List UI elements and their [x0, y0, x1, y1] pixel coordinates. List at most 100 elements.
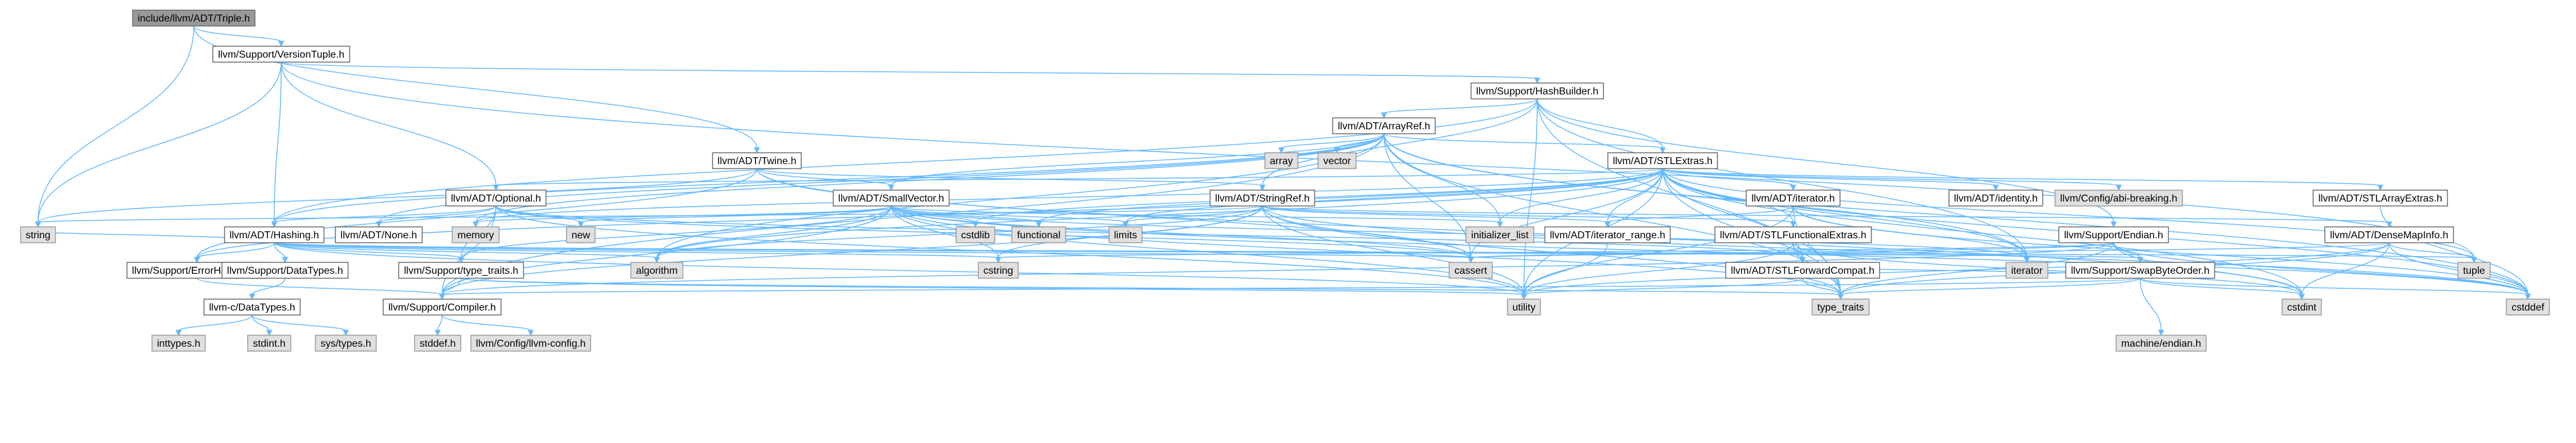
node-stringref[interactable]: llvm/ADT/StringRef.h	[1209, 189, 1316, 207]
node-label: stdint.h	[253, 338, 286, 349]
node-memory: memory	[452, 226, 500, 243]
node-functional: functional	[1011, 226, 1067, 243]
node-label: llvm/ADT/None.h	[341, 230, 417, 241]
node-box	[247, 335, 291, 352]
edge-swapbyteorder-to-cstdint	[2140, 278, 2305, 300]
node-box	[2058, 226, 2169, 243]
edge-stlextras-to-stlarrayextras	[1662, 168, 2383, 191]
node-hashing[interactable]: llvm/ADT/Hashing.h	[224, 226, 325, 243]
edge-adtiterator-to-iteratorrange	[1604, 205, 1794, 228]
node-label: llvm/Support/Endian.h	[2064, 230, 2164, 241]
edge-stlextras-to-abibreaking	[1662, 168, 2122, 191]
node-initializer_list: initializer_list	[1465, 226, 1535, 243]
node-swapbyteorder[interactable]: llvm/Support/SwapByteOrder.h	[2065, 262, 2216, 279]
edge-hashing-to-errorhandling	[194, 242, 275, 264]
edge-arrayref-to-stlextras	[1383, 133, 1666, 154]
node-label: llvm/ADT/DenseMapInfo.h	[2330, 230, 2449, 241]
node-stdint: stdint.h	[247, 335, 291, 352]
node-endian[interactable]: llvm/Support/Endian.h	[2058, 226, 2169, 243]
node-box	[1317, 152, 1357, 169]
node-label: llvm/Support/SwapByteOrder.h	[2071, 266, 2210, 276]
node-typetraits[interactable]: llvm/Support/type_traits.h	[398, 262, 524, 279]
node-twine[interactable]: llvm/ADT/Twine.h	[712, 152, 802, 169]
node-box	[1209, 189, 1316, 207]
edge-datatypes-to-cdatatypes	[249, 278, 286, 300]
node-versiontuple[interactable]: llvm/Support/VersionTuple.h	[212, 46, 350, 63]
edge-errorhandling-to-compiler	[196, 278, 445, 300]
node-inttypes: inttypes.h	[151, 335, 206, 352]
node-adtiterator[interactable]: llvm/ADT/iterator.h	[1746, 189, 1841, 207]
node-arrayref[interactable]: llvm/ADT/ArrayRef.h	[1332, 117, 1436, 134]
node-box	[383, 299, 502, 316]
node-label: llvm/ADT/STLFunctionalExtras.h	[1720, 230, 1866, 241]
edge-compiler-to-llvmconfig	[441, 314, 534, 337]
node-iteratorrange[interactable]: llvm/ADT/iterator_range.h	[1544, 226, 1671, 243]
edge-densemapinfo-to-cassert	[1468, 242, 2390, 264]
node-stlforwardcompat[interactable]: llvm/ADT/STLForwardCompat.h	[1725, 262, 1881, 279]
node-label: tuple	[2463, 266, 2485, 276]
node-label: utility	[1513, 302, 1535, 313]
edge-stringref-to-limits	[1122, 205, 1263, 228]
node-box	[2324, 226, 2454, 243]
node-tuple: tuple	[2457, 262, 2491, 279]
edge-hashing-to-algorithm	[274, 242, 660, 264]
node-label: llvm/ADT/SmallVector.h	[838, 193, 944, 204]
node-smallvector[interactable]: llvm/ADT/SmallVector.h	[832, 189, 950, 207]
node-label: cstdlib	[961, 230, 989, 241]
edge-optional-to-none	[376, 205, 497, 228]
edge-stlextras-to-limits	[1122, 168, 1663, 228]
node-label: functional	[1017, 230, 1061, 241]
node-triple[interactable]: include/llvm/ADT/Triple.h	[132, 10, 256, 27]
node-label: llvm/ADT/iterator_range.h	[1550, 230, 1665, 241]
node-label: llvm/Config/llvm-config.h	[476, 338, 585, 349]
node-cstdint: cstdint	[2281, 299, 2322, 316]
edge-densemapinfo-to-cstdint	[2299, 242, 2390, 300]
node-label: llvm/Support/VersionTuple.h	[218, 49, 345, 60]
node-label: type_traits	[1817, 302, 1864, 313]
node-box	[414, 335, 462, 352]
node-label: new	[571, 230, 590, 241]
node-stlarrayextras[interactable]: llvm/ADT/STLArrayExtras.h	[2313, 189, 2448, 207]
node-densemapinfo[interactable]: llvm/ADT/DenseMapInfo.h	[2324, 226, 2454, 243]
node-hashbuilder[interactable]: llvm/Support/HashBuilder.h	[1470, 82, 1604, 100]
node-stlextras[interactable]: llvm/ADT/STLExtras.h	[1607, 152, 1718, 169]
node-box	[221, 262, 349, 279]
node-box	[1725, 262, 1881, 279]
node-label: string	[25, 230, 50, 241]
edge-endian-to-cstring	[995, 242, 2114, 264]
edge-hashing-to-typetraits	[274, 242, 464, 264]
node-cdatatypes[interactable]: llvm-c/DataTypes.h	[203, 299, 301, 316]
node-label: llvm/ADT/STLForwardCompat.h	[1731, 266, 1875, 276]
node-box	[1746, 189, 1841, 207]
edge-typetraits-to-utility	[460, 278, 1527, 300]
edge-optional-to-hashing	[271, 205, 497, 228]
node-box	[1714, 226, 1872, 243]
edge-versiontuple-to-optional	[281, 61, 499, 191]
node-label: inttypes.h	[157, 338, 200, 349]
node-label: array	[1270, 156, 1293, 167]
edge-adtiterator-to-iterator	[1792, 205, 2030, 264]
node-box	[151, 335, 206, 352]
node-cstddef: cstddef	[2506, 299, 2550, 316]
node-compiler[interactable]: llvm/Support/Compiler.h	[383, 299, 502, 316]
node-box	[1465, 226, 1535, 243]
node-box	[212, 46, 350, 63]
node-datatypes[interactable]: llvm/Support/DataTypes.h	[221, 262, 349, 279]
node-box	[452, 226, 500, 243]
node-label: llvm/ADT/identity.h	[1954, 193, 2038, 204]
node-none[interactable]: llvm/ADT/None.h	[334, 226, 423, 243]
node-label: llvm/ADT/Optional.h	[451, 193, 541, 204]
edge-triple-to-versiontuple	[193, 25, 284, 48]
node-vector: vector	[1317, 152, 1357, 169]
edge-stlextras-to-optional	[493, 168, 1663, 191]
node-optional[interactable]: llvm/ADT/Optional.h	[445, 189, 547, 207]
node-stlfunctionalextras[interactable]: llvm/ADT/STLFunctionalExtras.h	[1714, 226, 1872, 243]
node-box	[2506, 299, 2550, 316]
node-box	[315, 335, 377, 352]
node-label: limits	[1114, 230, 1137, 241]
node-box	[630, 262, 683, 279]
node-identity[interactable]: llvm/ADT/identity.h	[1948, 189, 2043, 207]
node-label: include/llvm/ADT/Triple.h	[137, 13, 250, 24]
node-label: iterator	[2011, 266, 2043, 276]
node-label: stddef.h	[420, 338, 456, 349]
